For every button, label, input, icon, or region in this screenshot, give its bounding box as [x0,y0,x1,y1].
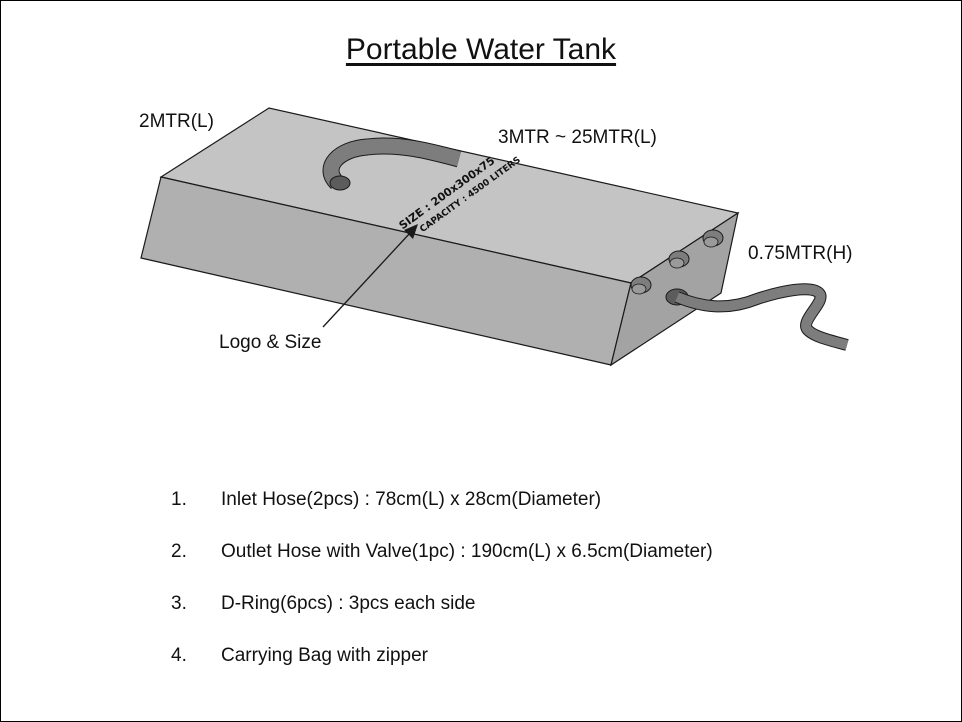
spec-item: 4. Carrying Bag with zipper [171,645,713,697]
spec-number: 4. [171,645,187,666]
page-title: Portable Water Tank [345,33,617,66]
inlet-hose-end [329,175,351,191]
outlet-hose-body [675,284,849,350]
side-valve-2 [668,250,690,269]
spec-item: 3. D-Ring(6pcs) : 3pcs each side [171,593,713,645]
spec-text: D-Ring(6pcs) : 3pcs each side [221,593,476,614]
spec-text: Inlet Hose(2pcs) : 78cm(L) x 28cm(Diamet… [221,489,602,510]
logo-pointer-arrowhead [404,224,418,239]
spec-number: 2. [171,541,187,562]
spec-item: 1. Inlet Hose(2pcs) : 78cm(L) x 28cm(Dia… [171,489,713,541]
height-label: 0.75MTR(H) [748,243,853,264]
width-label: 3MTR ~ 25MTR(L) [498,127,657,148]
side-valve-3 [702,229,724,248]
logo-size-label: Logo & Size [219,332,322,353]
side-valve-1 [630,276,652,295]
length-label: 2MTR(L) [139,111,214,132]
spec-number: 3. [171,593,187,614]
spec-text: Outlet Hose with Valve(1pc) : 190cm(L) x… [221,541,713,562]
spec-number: 1. [171,489,187,510]
spec-item: 2. Outlet Hose with Valve(1pc) : 190cm(L… [171,541,713,593]
logo-pointer-line [322,232,411,328]
inlet-hose-body [323,138,461,189]
spec-list: 1. Inlet Hose(2pcs) : 78cm(L) x 28cm(Dia… [171,489,713,697]
spec-text: Carrying Bag with zipper [221,645,428,666]
